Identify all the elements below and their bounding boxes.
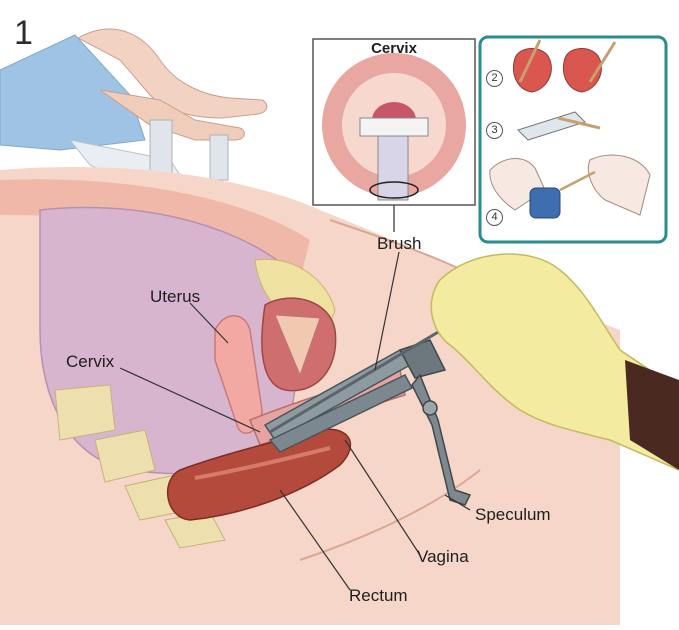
- inset-title-cervix: Cervix: [371, 40, 417, 57]
- label-uterus: Uterus: [150, 287, 201, 306]
- label-rectum: Rectum: [349, 586, 408, 605]
- steps-inset: [478, 35, 668, 244]
- step-badge-4: 4: [486, 209, 503, 226]
- gloved-hand: [430, 253, 679, 471]
- cervix-inset: [312, 38, 476, 232]
- step-number: 1: [14, 14, 33, 52]
- label-speculum: Speculum: [475, 505, 551, 524]
- step-badge-2: 2: [486, 70, 503, 87]
- label-vagina: Vagina: [417, 547, 469, 566]
- leader-lines: [119, 251, 471, 591]
- label-cervix: Cervix: [66, 352, 115, 371]
- label-brush: Brush: [377, 234, 422, 253]
- speculum-instrument: [263, 323, 472, 506]
- step-badge-3: 3: [486, 122, 503, 139]
